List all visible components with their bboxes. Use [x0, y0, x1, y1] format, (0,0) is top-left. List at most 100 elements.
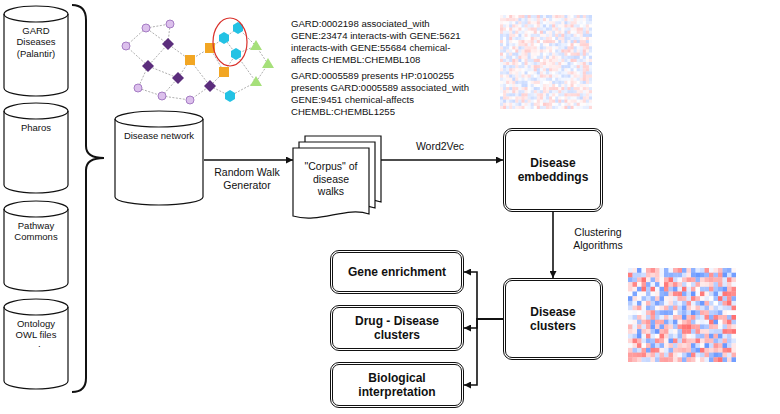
- heatmap-cell: [696, 353, 701, 358]
- heatmap-cell: [509, 46, 512, 49]
- heatmap-cell: [705, 306, 710, 311]
- heatmap-cell: [558, 28, 561, 31]
- heatmap-cell: [503, 96, 506, 99]
- heatmap-cell: [567, 75, 570, 78]
- heatmap-cell: [531, 71, 534, 74]
- heatmap-cell: [543, 78, 546, 81]
- heatmap-cell: [574, 62, 577, 65]
- heatmap-cell: [567, 100, 570, 103]
- heatmap-cell: [567, 65, 570, 68]
- heatmap-cell: [691, 315, 696, 320]
- heatmap-cell: [540, 43, 543, 46]
- heatmap-cell: [651, 329, 656, 334]
- cylinder-body: [4, 201, 68, 291]
- heatmap-cell: [646, 287, 651, 292]
- heatmap-cell: [567, 87, 570, 90]
- database-cylinder: Disease network: [114, 110, 204, 206]
- heatmap-cell: [714, 329, 719, 334]
- heatmap-cell: [687, 301, 692, 306]
- heatmap-cell: [642, 301, 647, 306]
- heatmap-cell: [561, 84, 564, 87]
- heatmap-cell: [696, 287, 701, 292]
- heatmap-cell: [723, 320, 728, 325]
- heatmap-cell: [506, 96, 509, 99]
- heatmap-cell: [583, 31, 586, 34]
- heatmap-cell: [589, 18, 592, 21]
- heatmap-cell: [534, 90, 537, 93]
- heatmap-cell: [521, 31, 524, 34]
- heatmap-cell: [664, 329, 669, 334]
- heatmap-cell: [589, 87, 592, 90]
- heatmap-cell: [655, 348, 660, 353]
- process-box: Drug - Disease clusters: [330, 305, 464, 351]
- heatmap-cell: [561, 81, 564, 84]
- heatmap-cell: [500, 15, 503, 18]
- heatmap-cell: [549, 59, 552, 62]
- heatmap-cell: [540, 46, 543, 49]
- heatmap-cell: [549, 103, 552, 106]
- heatmap-cell: [682, 339, 687, 344]
- heatmap-cell: [577, 84, 580, 87]
- heatmap-cell: [540, 78, 543, 81]
- heatmap-cell: [512, 40, 515, 43]
- heatmap-cell: [723, 273, 728, 278]
- heatmap-cell: [503, 49, 506, 52]
- heatmap-cell: [628, 292, 633, 297]
- heatmap-cell: [727, 310, 732, 315]
- heatmap-cell: [552, 28, 555, 31]
- heatmap-cell: [543, 40, 546, 43]
- heatmap-cell: [709, 348, 714, 353]
- heatmap-cell: [503, 62, 506, 65]
- heatmap-cell: [534, 15, 537, 18]
- heatmap-cell: [503, 56, 506, 59]
- heatmap-cell: [558, 53, 561, 56]
- heatmap-cell: [564, 37, 567, 40]
- heatmap-cell: [528, 31, 531, 34]
- heatmap-cell: [503, 43, 506, 46]
- heatmap-cell: [534, 40, 537, 43]
- heatmap-cell: [718, 339, 723, 344]
- heatmap-cell: [732, 296, 737, 301]
- heatmap-cell: [509, 81, 512, 84]
- heatmap-cell: [633, 310, 638, 315]
- heatmap-cell: [700, 348, 705, 353]
- heatmap-cell: [691, 296, 696, 301]
- heatmap-cell: [718, 329, 723, 334]
- heatmap-cell: [528, 93, 531, 96]
- heatmap-cell: [714, 320, 719, 325]
- heatmap-cell: [660, 339, 665, 344]
- heatmap-cell: [531, 43, 534, 46]
- heatmap-cell: [577, 34, 580, 37]
- heatmap-cell: [678, 273, 683, 278]
- node-label: Drug - Disease clusters: [339, 314, 455, 343]
- heatmap-cell: [577, 46, 580, 49]
- heatmap-cell: [673, 324, 678, 329]
- heatmap-cell: [586, 31, 589, 34]
- heatmap-cell: [646, 310, 651, 315]
- heatmap-cell: [546, 18, 549, 21]
- heatmap-cell: [664, 334, 669, 339]
- heatmap-cell: [574, 24, 577, 27]
- heatmap-cell: [732, 339, 737, 344]
- heatmap-cell: [564, 68, 567, 71]
- heatmap-cell: [500, 93, 503, 96]
- heatmap-cell: [642, 339, 647, 344]
- heatmap-cell: [571, 75, 574, 78]
- heatmap-cell: [687, 306, 692, 311]
- heatmap-cell: [651, 315, 656, 320]
- heatmap-cell: [664, 292, 669, 297]
- heatmap-cell: [589, 100, 592, 103]
- node-label: Ontology OWL files: [3, 298, 69, 341]
- heatmap-cell: [571, 71, 574, 74]
- heatmap-cell: [655, 320, 660, 325]
- heatmap-cell: [580, 43, 583, 46]
- heatmap-cell: [628, 306, 633, 311]
- heatmap-cell: [691, 353, 696, 358]
- heatmap-cell: [555, 59, 558, 62]
- heatmap-cell: [705, 324, 710, 329]
- heatmap-cell: [546, 78, 549, 81]
- heatmap-cell: [678, 310, 683, 315]
- heatmap-cell: [518, 15, 521, 18]
- edge-label: Word2Vec: [400, 140, 480, 153]
- heatmap-cell: [651, 273, 656, 278]
